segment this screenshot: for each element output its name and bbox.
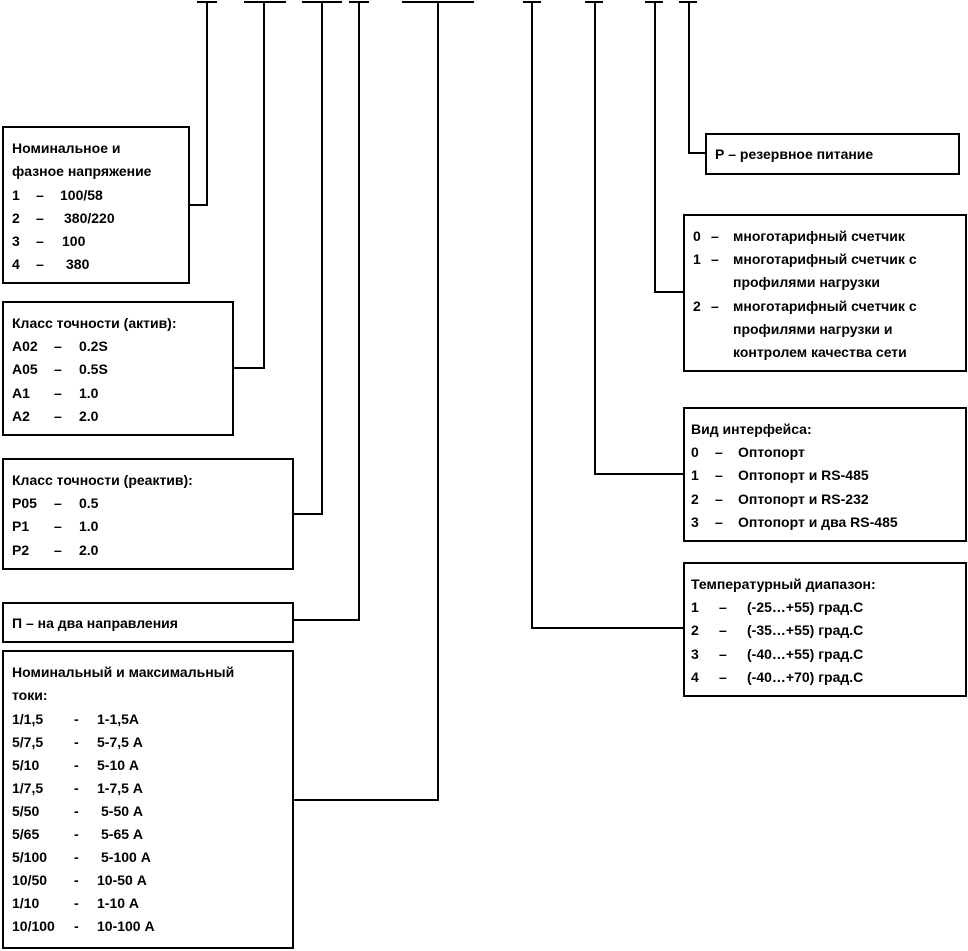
reserve-box: Р – резервное питание [705, 133, 960, 175]
accuracy-active-connector [233, 2, 265, 369]
temperature-connector [531, 2, 683, 629]
voltage-title-2: фазное напряжение [12, 163, 152, 179]
meter-type-connector [654, 2, 683, 293]
accuracy-reactive-box: Класс точности (реактив): P05 – 0.5 P1 –… [2, 458, 294, 570]
currents-title-1: Номинальный и максимальный [12, 664, 235, 680]
voltage-title-1: Номинальное и [12, 140, 121, 156]
temperature-box: Температурный диапазон: 1 – (-25…+55) гр… [683, 562, 967, 697]
temperature-title: Температурный диапазон: [691, 576, 876, 592]
meter-type-box: 0 – многотарифный счетчик 1 – многотариф… [683, 214, 967, 372]
accuracy-active-title: Класс точности (актив): [12, 315, 177, 331]
currents-title-2: токи: [12, 687, 48, 703]
direction-box: П – на два направления [2, 602, 294, 643]
interface-connector [594, 2, 683, 475]
direction-text: П – на два направления [12, 615, 178, 631]
currents-connector [293, 2, 439, 801]
reserve-connector [688, 2, 705, 154]
voltage-connector [189, 2, 208, 206]
voltage-box: Номинальное и фазное напряжение 1 – 100/… [2, 126, 190, 284]
currents-box: Номинальный и максимальный токи: 1/1,5 -… [2, 650, 294, 949]
interface-title: Вид интерфейса: [691, 421, 812, 437]
interface-box: Вид интерфейса: 0 – Оптопорт 1 – Оптопор… [683, 407, 967, 542]
direction-connector [293, 2, 360, 621]
accuracy-reactive-title: Класс точности (реактив): [12, 472, 193, 488]
accuracy-active-box: Класс точности (актив): A02 – 0.2S A05 –… [2, 301, 234, 436]
accuracy-reactive-connector [293, 2, 323, 515]
reserve-text: Р – резервное питание [715, 146, 874, 162]
